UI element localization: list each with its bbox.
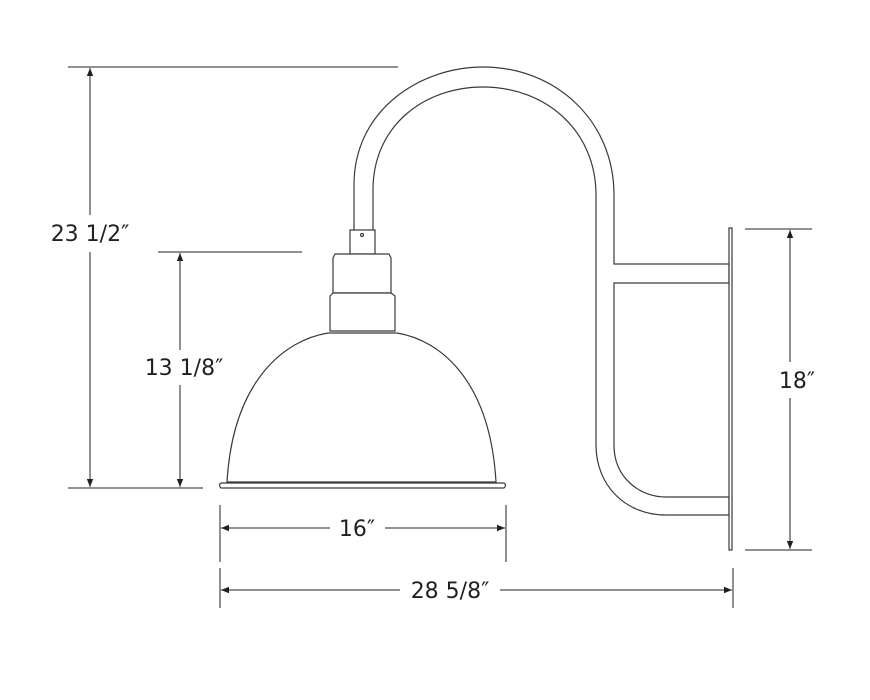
overall-height-dimension: 23 1/2″ (40, 66, 398, 489)
gooseneck-arm (353, 66, 730, 516)
backplate-height-label: 18″ (779, 369, 815, 394)
projection-dimension: 28 5/8″ (219, 568, 734, 608)
shade-height-label: 13 1/8″ (145, 356, 224, 381)
socket (329, 229, 396, 332)
shade-width-dimension: 16″ (219, 505, 507, 562)
lamp-shade (218, 332, 507, 489)
overall-height-label: 23 1/2″ (51, 222, 130, 247)
wall-backplate (728, 227, 733, 551)
shade-width-label: 16″ (339, 517, 375, 542)
backplate-height-dimension: 18″ (745, 228, 815, 551)
projection-label: 28 5/8″ (411, 579, 490, 604)
shade-height-dimension: 13 1/8″ (145, 251, 302, 487)
